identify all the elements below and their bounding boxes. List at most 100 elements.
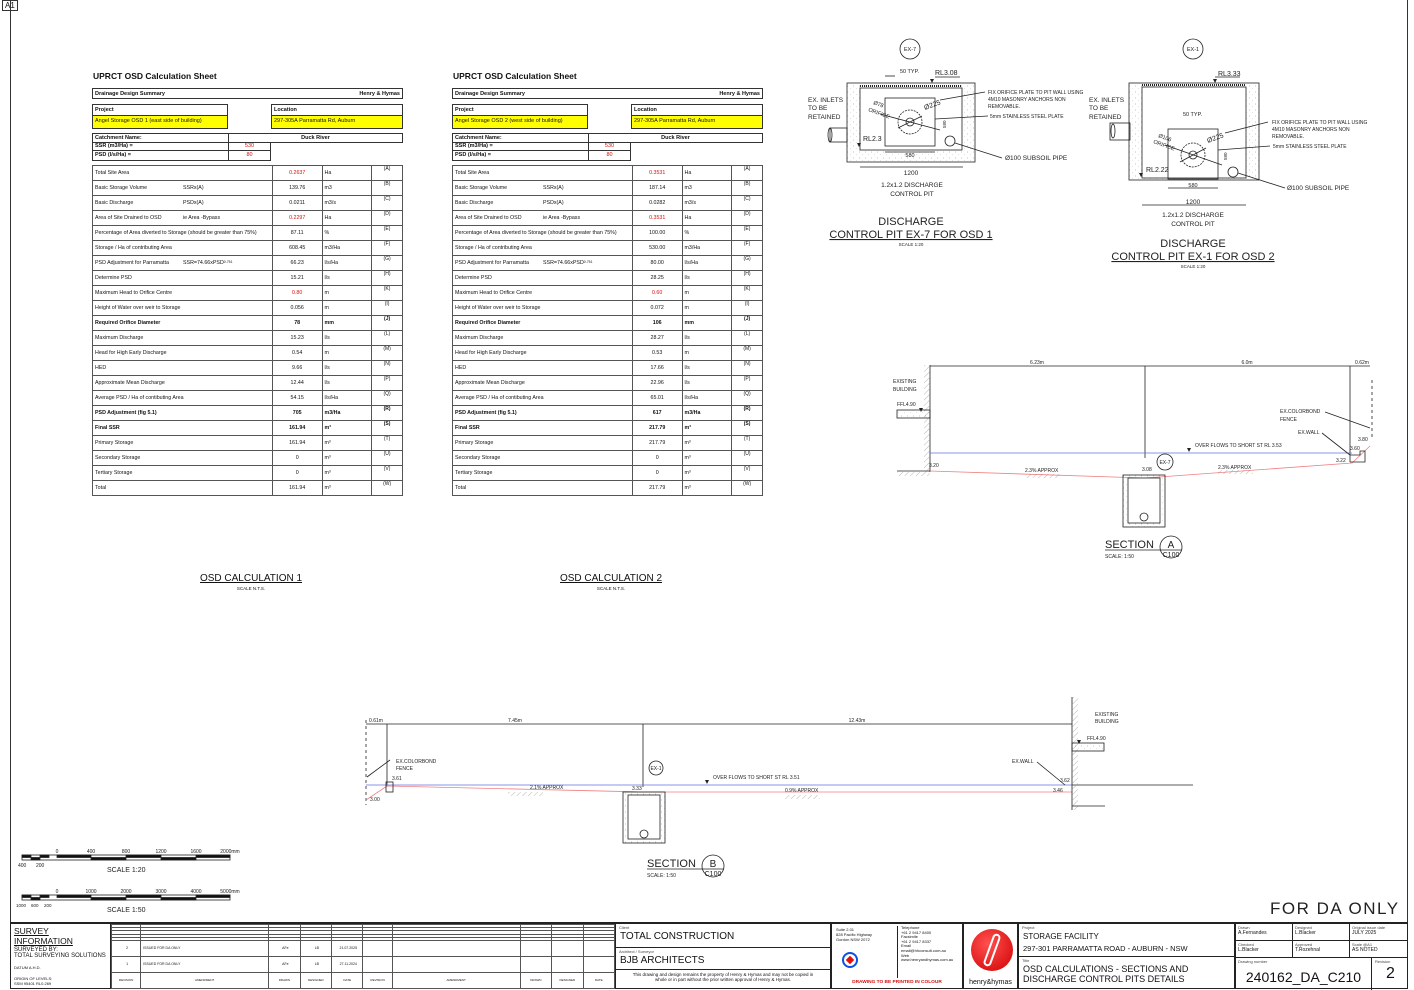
rev-header: DRAWN [268,971,301,990]
scale: AS NOTED [1352,947,1378,953]
level: 3.61 [392,776,402,782]
row-label: Basic Storage Volume [95,185,148,191]
row-formula: ie Area -Bypass [543,215,581,221]
row-formula: SSR=74.66xPSD [183,260,224,266]
project-name: STORAGE FACILITY [1023,932,1099,941]
tick: 0 [56,849,59,855]
tick: 5000mm [220,889,239,895]
henry-hymas-logo-icon [971,929,1013,971]
sheet-size-label: A1 [2,0,18,11]
drawn: A.Fernandes [1238,930,1267,936]
row-label: Final SSR [455,425,480,431]
row-label: HED [455,365,467,371]
office-box: Suite 2.01 828 Pacific Highway Gordon NS… [831,922,963,989]
section-title: SECTION [647,858,696,870]
subsoil-note: Ø100 SUBSOIL PIPE [1287,185,1350,192]
row-label: Percentage of Area diverted to Storage (… [95,230,257,236]
rev-drawn: AFe [268,955,301,973]
section-a [896,365,1373,559]
frame-right [1407,0,1408,989]
section-title: SECTION [1105,539,1154,551]
ssr-value: 530 [604,143,615,149]
grade: 2.1% APPROX [530,785,564,791]
rev-header: REVISION [362,971,393,990]
section-a-labels: 6.23m 6.0m 0.62m EXISTING BUILDING FFL4.… [893,360,1369,560]
level: 3.22 [1336,458,1346,464]
ssr-label: SSR (m3/Ha) = [93,142,229,150]
scale-label: Scale @A1 [1352,942,1373,947]
psd-value: 80 [606,152,613,158]
rev-header: REVISION [110,971,142,990]
pit-ex7-labels: EX-7 50 TYP. RL3.08 EX. INLETS TO BE RET… [808,47,1084,247]
level: 3.33 [632,786,642,792]
rl-bottom: RL2.3 [863,136,882,143]
tick: 2000 [120,889,131,895]
surveyed-by: SURVEYED BY: [14,947,58,953]
scale-label: SCALE 1:20 [107,867,146,874]
row-label: Required Orifice Diameter [95,320,161,326]
origin-value: SSM 95401 RL0.269 [14,981,52,986]
building-label: EXISTING [893,379,916,385]
building-label: BUILDING [1095,719,1119,725]
pit-ex7-detail [827,38,1003,168]
rates: SSR (m3/Ha) =530 PSD (l/s/Ha) =80 [92,142,271,161]
rev-drawn: AFe [268,939,301,957]
note: 5mm STAINLESS STEEL PLATE [990,114,1064,120]
rev-designed: LB [299,939,333,957]
detail-scale: SCALE 1:20 [899,242,924,247]
origin: ORIGIN OF LEVELS: [14,976,53,981]
row-label: Approximate Mean Discharge [95,380,165,386]
note: REMOVABLE. [1272,134,1304,140]
pit-tag: EX-1 [650,766,661,772]
inlet-note: TO BE [1089,105,1109,112]
label-cell: Total [92,480,273,496]
fence-note: EX.COLORBOND [396,759,437,765]
row-label: Height of Water over weir to Storage [455,305,541,311]
rl-bottom: RL2.22 [1146,167,1169,174]
typ-dim: 50 TYP. [1183,112,1203,118]
psd-value: 80 [246,152,253,158]
row-formula: PSDx(A) [543,200,564,206]
catchment-label: Catchment Name: [453,134,589,142]
overflow-note: OVER FLOWS TO SHORT ST RL 3.51 [713,775,800,781]
catchment-row: Catchment Name:Duck River [452,133,763,143]
drawn-label: Drawn [1238,925,1250,930]
certification-icon [842,952,858,968]
rl-top: RL3.08 [935,70,958,77]
designed-label: Designed [1295,925,1312,930]
section-letter: A [1168,540,1175,551]
dim: 6.23m [1030,360,1044,366]
pit-desc: CONTROL PIT [890,191,933,198]
dim: 12.43m [849,718,866,724]
row-label: Head for High Early Discharge [95,350,167,356]
ref-cell: (J) [731,315,763,331]
rev-date: 27.11.2024 [331,955,364,973]
level: 3.08 [1142,467,1152,473]
architect-label: Architect / Surveyor [619,949,654,954]
section-ref: C100 [1163,552,1180,559]
row-label: Maximum Discharge [95,335,144,341]
row-formula-exp: 0.751 [223,260,233,264]
row-label: Total [95,485,107,491]
level: 3.00 [370,797,380,803]
row-label: Basic Discharge [455,200,494,206]
tick: 3000 [155,889,166,895]
row-label: Maximum Head to Orifice Centre [95,290,173,296]
plate-height: 580 [942,120,947,128]
section-b-labels: 0.61m 7.45m 12.43m EXISTING BUILDING FFL… [369,712,1119,879]
detail-title: CONTROL PIT EX-7 FOR OSD 1 [829,229,992,241]
rl-top: RL3.33 [1218,71,1241,78]
brand-name: henry&hymas [969,979,1012,986]
row-label: Area of Site Drained to OSD [95,215,162,221]
fence-note: FENCE [396,766,414,772]
